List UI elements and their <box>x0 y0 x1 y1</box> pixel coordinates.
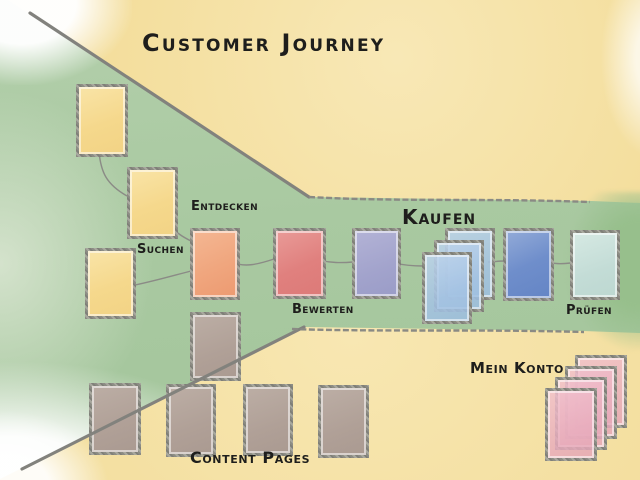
card-suchen-2[interactable] <box>127 167 178 239</box>
card-suchen-1[interactable] <box>76 84 128 157</box>
card-content-pages-upper[interactable] <box>190 312 241 381</box>
label-suchen: Suchen <box>137 242 184 257</box>
card-entdecken[interactable] <box>190 228 240 300</box>
top-right-white-wash <box>600 0 640 160</box>
page-title: Customer Journey <box>142 29 386 57</box>
label-mein-konto: Mein Konto <box>470 359 564 377</box>
connector-yellow1-yellow2 <box>98 151 128 197</box>
card-stack-mein-konto[interactable] <box>545 355 627 461</box>
card-content-pages-3[interactable] <box>243 384 293 456</box>
card-mein-konto-1[interactable] <box>545 388 597 461</box>
card-stack-kaufen[interactable] <box>422 228 512 324</box>
card-content-pages-4[interactable] <box>318 385 369 458</box>
card-kaufen-single-left[interactable] <box>352 228 401 299</box>
label-entdecken: Entdecken <box>191 199 259 214</box>
card-kaufen-single-right[interactable] <box>503 228 554 301</box>
card-pruefen[interactable] <box>570 230 620 300</box>
label-kaufen: Kaufen <box>402 205 477 229</box>
card-kaufen-stack-front[interactable] <box>422 252 472 324</box>
card-content-pages-1[interactable] <box>89 383 141 455</box>
label-pruefen: Prüfen <box>566 303 612 318</box>
card-bewerten[interactable] <box>273 228 326 299</box>
label-content-pages: Content Pages <box>190 448 311 467</box>
card-content-pages-2[interactable] <box>166 384 216 457</box>
connector-yellow3-entdecken <box>129 270 192 287</box>
top-left-white-wash <box>0 0 132 85</box>
card-suchen-3[interactable] <box>85 248 136 319</box>
label-bewerten: Bewerten <box>292 302 354 317</box>
